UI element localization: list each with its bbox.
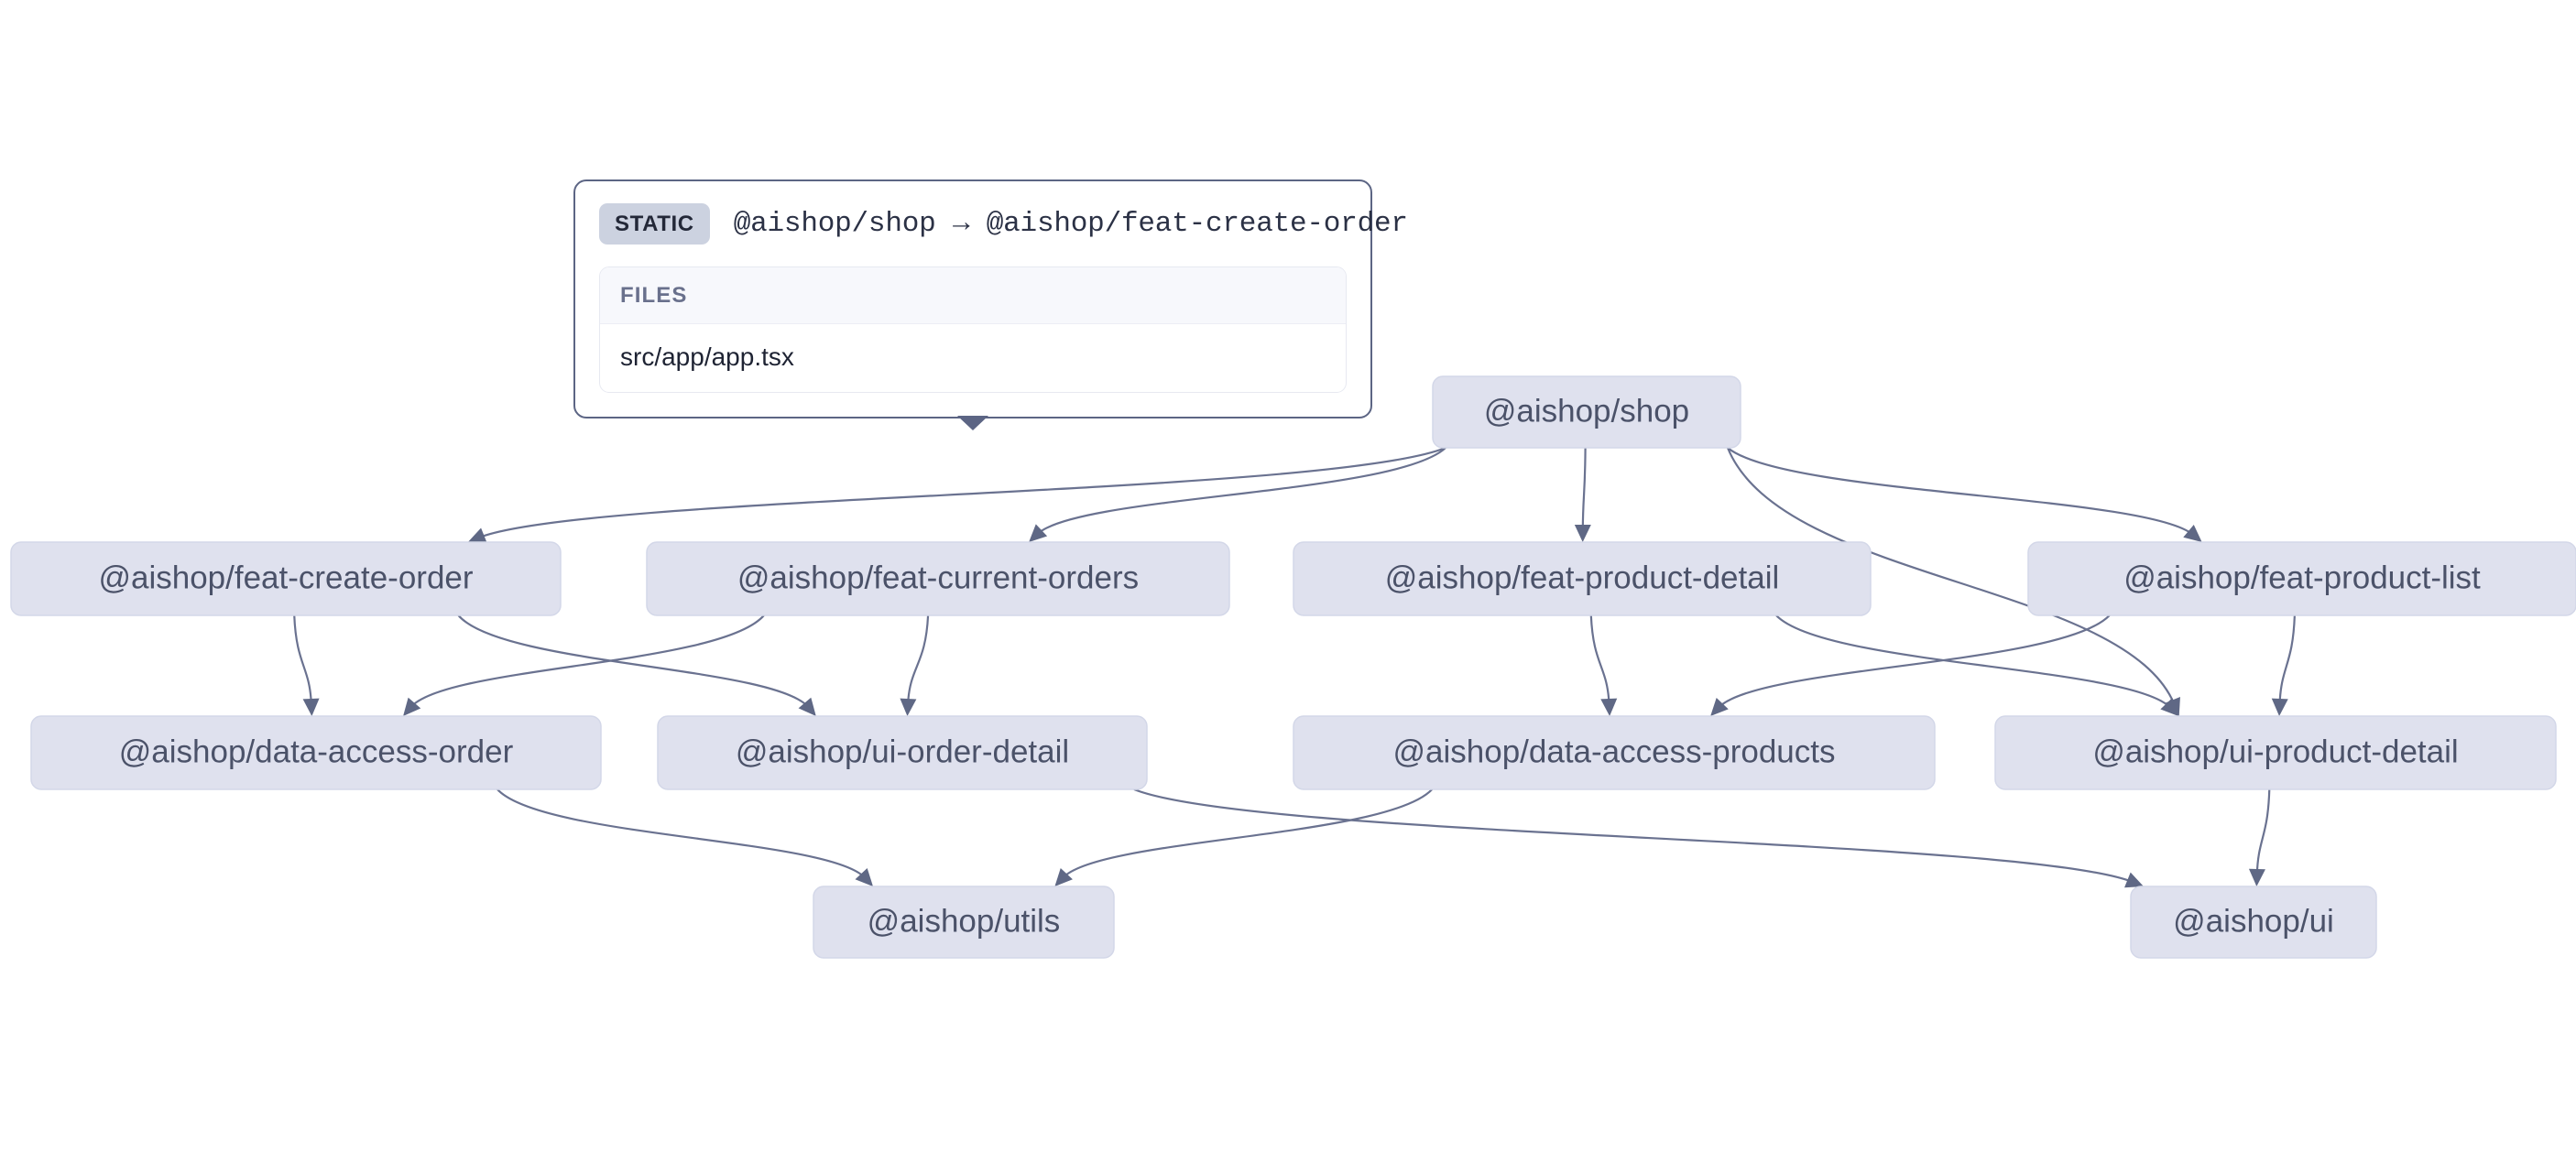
- edge-arrowhead-icon: [1600, 698, 1618, 716]
- node-label: @aishop/data-access-order: [119, 734, 514, 769]
- dependency-edge: [409, 614, 765, 708]
- files-panel-header: FILES: [600, 267, 1346, 324]
- dependency-edge: [1581, 447, 1587, 531]
- graph-node-feat-product-list[interactable]: @aishop/feat-product-list: [2027, 541, 2576, 616]
- graph-node-data-access-order[interactable]: @aishop/data-access-order: [30, 715, 602, 790]
- edge-arrowhead-icon: [302, 698, 320, 716]
- graph-node-shop[interactable]: @aishop/shop: [1432, 375, 1741, 449]
- node-background: [2027, 541, 2576, 616]
- tooltip-header: STATIC @aishop/shop → @aishop/feat-creat…: [599, 203, 1408, 245]
- node-background: [646, 541, 1230, 616]
- graph-node-feat-create-order[interactable]: @aishop/feat-create-order: [10, 541, 562, 616]
- node-background: [30, 715, 602, 790]
- edge-arrowhead-icon: [2183, 524, 2202, 542]
- dependency-edge: [1718, 614, 2111, 709]
- edge-arrowhead-icon: [798, 697, 816, 716]
- node-background: [2130, 886, 2377, 959]
- edge-arrowhead-icon: [1710, 698, 1729, 716]
- edge-arrowhead-icon: [2124, 872, 2144, 888]
- node-label: @aishop/feat-product-list: [2123, 560, 2481, 595]
- node-label: @aishop/feat-product-detail: [1385, 560, 1780, 595]
- dependency-edge: [2278, 614, 2296, 705]
- node-label: @aishop/utils: [868, 903, 1061, 939]
- dependency-edge: [907, 614, 930, 705]
- static-badge: STATIC: [599, 203, 710, 245]
- node-label: @aishop/ui: [2173, 903, 2334, 939]
- edge-arrowhead-icon: [2160, 698, 2179, 716]
- dependency-edge: [1589, 614, 1610, 705]
- node-background: [10, 541, 562, 616]
- graph-node-feat-product-detail[interactable]: @aishop/feat-product-detail: [1293, 541, 1872, 616]
- node-background: [657, 715, 1148, 790]
- edge-arrowhead-icon: [1574, 524, 1591, 542]
- dependency-edge: [1133, 788, 2134, 884]
- node-background: [813, 886, 1115, 959]
- edge-arrowhead-icon: [1054, 867, 1073, 886]
- node-label: @aishop/shop: [1484, 393, 1689, 429]
- dependency-edge: [457, 614, 810, 708]
- dependency-tooltip-card: STATIC @aishop/shop → @aishop/feat-creat…: [573, 179, 1408, 430]
- edge-arrowhead-icon: [855, 867, 874, 886]
- dependency-edge: [293, 614, 312, 705]
- dependency-edge: [1726, 447, 2176, 706]
- dependency-edge: [1036, 447, 1446, 535]
- graph-node-feat-current-orders[interactable]: @aishop/feat-current-orders: [646, 541, 1230, 616]
- graph-node-ui[interactable]: @aishop/ui: [2130, 886, 2377, 959]
- tooltip-caret-icon: [957, 416, 988, 430]
- edge-layer: [293, 446, 2296, 888]
- edge-arrowhead-icon: [900, 698, 917, 716]
- dependency-edge: [497, 788, 866, 879]
- node-background: [1293, 715, 1936, 790]
- files-panel: FILES src/app/app.tsx: [599, 266, 1347, 393]
- node-layer: @aishop/shop @aishop/feat-create-order @ai…: [10, 375, 2576, 959]
- dependency-edge: [478, 446, 1446, 539]
- edge-arrowhead-icon: [2248, 868, 2265, 886]
- node-label: @aishop/ui-order-detail: [736, 734, 1069, 769]
- edge-arrowhead-icon: [403, 697, 421, 716]
- dependency-edge: [1062, 788, 1434, 879]
- node-background: [1293, 541, 1872, 616]
- file-list-item[interactable]: src/app/app.tsx: [620, 342, 794, 371]
- node-label: @aishop/feat-create-order: [98, 560, 473, 595]
- node-label: @aishop/feat-current-orders: [737, 560, 1139, 595]
- node-background: [1432, 375, 1741, 449]
- graph-node-ui-product-detail[interactable]: @aishop/ui-product-detail: [1994, 715, 2557, 790]
- dependency-title: @aishop/shop → @aishop/feat-create-order: [733, 208, 1408, 240]
- node-label: @aishop/ui-product-detail: [2092, 734, 2458, 769]
- graph-node-data-access-products[interactable]: @aishop/data-access-products: [1293, 715, 1936, 790]
- dependency-edge: [2255, 788, 2271, 875]
- edge-arrowhead-icon: [1029, 524, 1048, 542]
- graph-node-ui-order-detail[interactable]: @aishop/ui-order-detail: [657, 715, 1148, 790]
- graph-node-utils[interactable]: @aishop/utils: [813, 886, 1115, 959]
- node-label: @aishop/data-access-products: [1393, 734, 1836, 769]
- edge-arrowhead-icon: [2271, 698, 2288, 716]
- node-background: [1994, 715, 2557, 790]
- dependency-edge: [1727, 447, 2194, 536]
- edge-arrowhead-icon: [467, 527, 487, 544]
- dependency-edge: [1775, 614, 2171, 709]
